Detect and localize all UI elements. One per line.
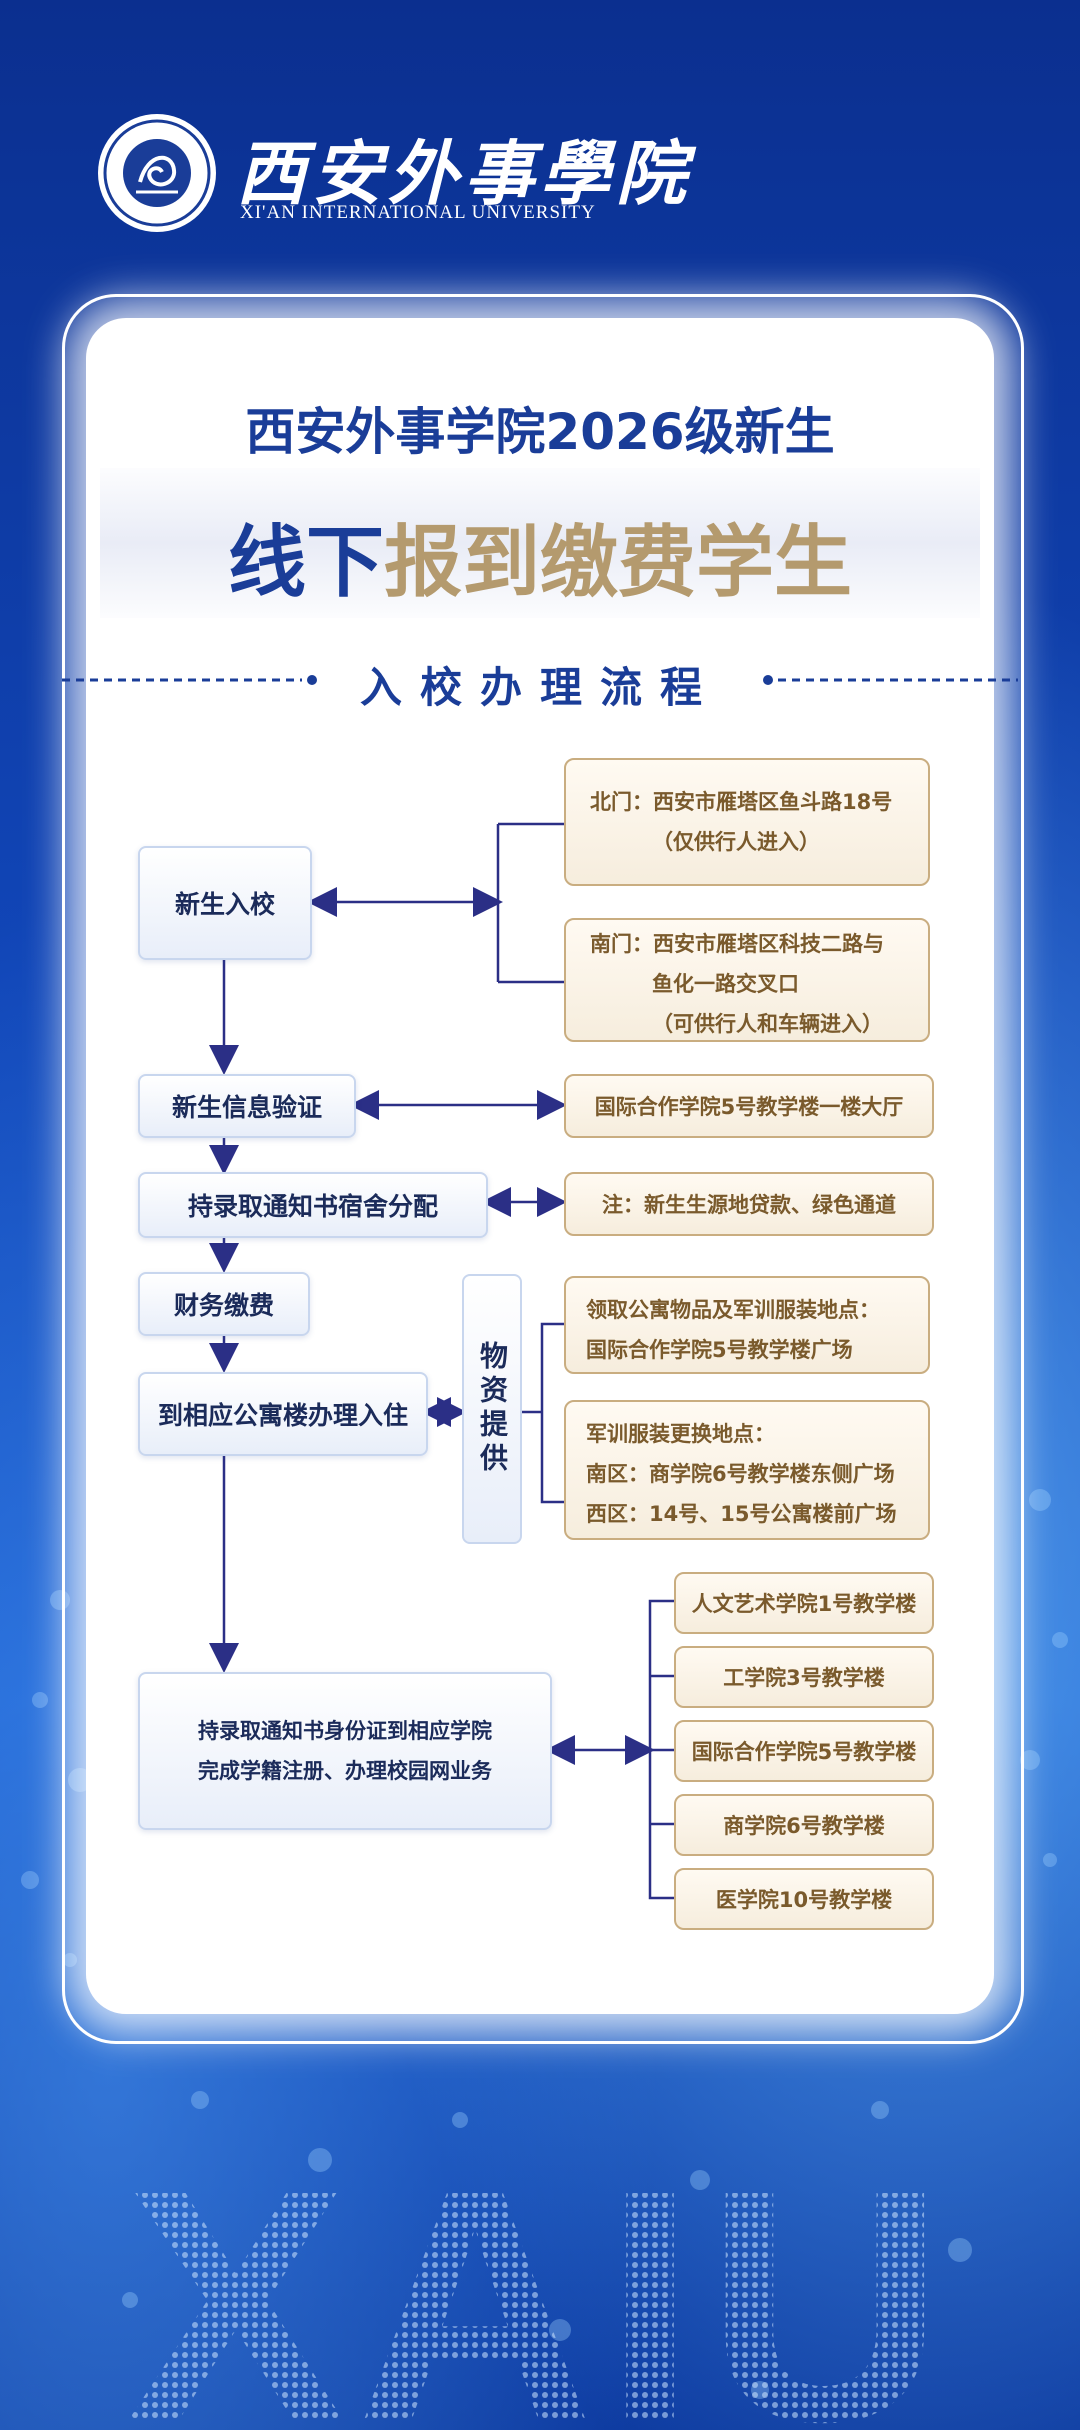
college-medical: 医学院10号教学楼 bbox=[674, 1868, 934, 1930]
svg-text:XAIU: XAIU bbox=[126, 2130, 954, 2430]
step-info-verify: 新生信息验证 bbox=[138, 1074, 356, 1138]
title-band bbox=[100, 468, 980, 618]
main-title: 西安外事学院2026级新生 bbox=[245, 403, 835, 461]
supplies-pickup-box: 领取公寓物品及军训服装地点： 国际合作学院5号教学楼广场 bbox=[564, 1276, 930, 1374]
dorm-note: 注：新生生源地贷款、绿色通道 bbox=[564, 1172, 934, 1236]
north-gate-address: 北门：西安市雁塔区鱼斗路18号 bbox=[590, 790, 893, 814]
south-gate-address-2: 鱼化一路交叉口 bbox=[652, 972, 799, 996]
subtitle-part-a: 线下 bbox=[227, 518, 384, 608]
section-title: 入校办理流程 bbox=[359, 663, 720, 712]
section-divider bbox=[62, 675, 1018, 685]
pickup-title: 领取公寓物品及军训服装地点： bbox=[586, 1298, 880, 1322]
verify-location: 国际合作学院5号教学楼一楼大厅 bbox=[564, 1074, 934, 1138]
supplies-label: 物资提供 bbox=[462, 1274, 522, 1544]
school-logo bbox=[98, 114, 216, 232]
college-international: 国际合作学院5号教学楼 bbox=[674, 1720, 934, 1782]
xaiu-watermark: XAIU bbox=[126, 2130, 954, 2430]
south-gate-address-1: 南门：西安市雁塔区科技二路与 bbox=[590, 932, 884, 956]
step-registration: 持录取通知书身份证到相应学院 完成学籍注册、办理校园网业务 bbox=[138, 1672, 552, 1830]
south-gate-box: 南门：西安市雁塔区科技二路与 鱼化一路交叉口 （可供行人和车辆进入） bbox=[564, 918, 930, 1042]
north-gate-note: （仅供行人进入） bbox=[652, 830, 820, 854]
step-payment: 财务缴费 bbox=[138, 1272, 310, 1336]
pickup-location: 国际合作学院5号教学楼广场 bbox=[586, 1338, 853, 1362]
step-check-in: 到相应公寓楼办理入住 bbox=[138, 1372, 428, 1456]
supplies-exchange-box: 军训服装更换地点： 南区：商学院6号教学楼东侧广场 西区：14号、15号公寓楼前… bbox=[564, 1400, 930, 1540]
college-humanities: 人文艺术学院1号教学楼 bbox=[674, 1572, 934, 1634]
exchange-south: 南区：商学院6号教学楼东侧广场 bbox=[586, 1462, 895, 1486]
college-business: 商学院6号教学楼 bbox=[674, 1794, 934, 1856]
subtitle: 线下报到缴费学生 bbox=[0, 500, 1080, 612]
registration-line-2: 完成学籍注册、办理校园网业务 bbox=[198, 1759, 492, 1783]
school-name-en: XI'AN INTERNATIONAL UNIVERSITY bbox=[240, 202, 596, 223]
college-engineering: 工学院3号教学楼 bbox=[674, 1646, 934, 1708]
card-frame bbox=[62, 294, 1024, 2044]
subtitle-part-b: 报到缴费学生 bbox=[384, 518, 853, 608]
registration-line-1: 持录取通知书身份证到相应学院 bbox=[198, 1719, 492, 1743]
south-gate-note: （可供行人和车辆进入） bbox=[652, 1012, 883, 1036]
step-dorm-assign: 持录取通知书宿舍分配 bbox=[138, 1172, 488, 1238]
school-name-cn: 西安外事學院 bbox=[236, 132, 692, 215]
step-enter-school: 新生入校 bbox=[138, 846, 312, 960]
exchange-title: 军训服装更换地点： bbox=[586, 1422, 775, 1446]
north-gate-box: 北门：西安市雁塔区鱼斗路18号 （仅供行人进入） bbox=[564, 758, 930, 886]
exchange-west: 西区：14号、15号公寓楼前广场 bbox=[586, 1502, 897, 1526]
